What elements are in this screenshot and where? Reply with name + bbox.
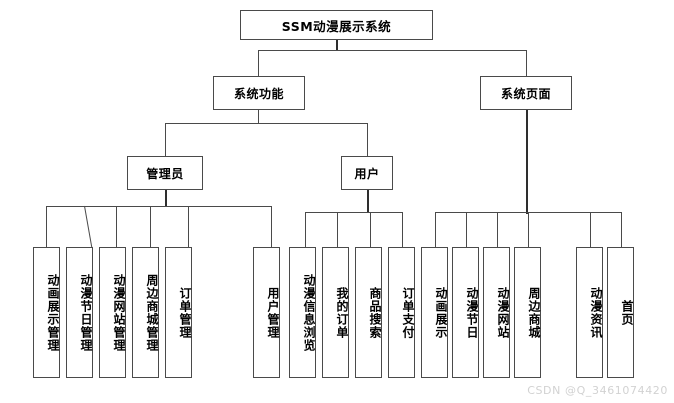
connector-user-child-1 bbox=[305, 212, 306, 247]
connector-root-bus bbox=[258, 50, 527, 51]
node-page-anim-news[interactable]: 动漫资讯 bbox=[576, 247, 603, 378]
watermark-text: CSDN @Q_3461074420 bbox=[527, 384, 668, 397]
connector-admin-child-1 bbox=[46, 206, 47, 247]
node-user-mgmt[interactable]: 用户管理 bbox=[253, 247, 280, 378]
connector-pages-child-6 bbox=[621, 212, 622, 247]
connector-user-child-2 bbox=[337, 212, 338, 247]
connector-admin-child-4 bbox=[150, 206, 151, 247]
connector-admin-child-5 bbox=[188, 206, 189, 247]
node-page-anim-website[interactable]: 动漫网站 bbox=[483, 247, 510, 378]
node-anim-website-mgmt[interactable]: 动漫网站管理 bbox=[99, 247, 126, 378]
connector-pages-child-3 bbox=[497, 212, 498, 247]
connector-root-to-pages bbox=[526, 50, 527, 76]
connector-root-stem bbox=[336, 39, 338, 51]
node-root[interactable]: SSM动漫展示系统 bbox=[240, 10, 433, 40]
connector-functions-to-user bbox=[367, 123, 368, 156]
node-page-mall[interactable]: 周边商城 bbox=[514, 247, 541, 378]
node-my-orders[interactable]: 我的订单 bbox=[322, 247, 349, 378]
connector-functions-bus bbox=[165, 123, 368, 124]
node-user[interactable]: 用户 bbox=[341, 156, 393, 190]
node-anim-info-browse[interactable]: 动漫信息浏览 bbox=[289, 247, 316, 378]
connector-pages-child-2 bbox=[466, 212, 467, 247]
connector-pages-child-1 bbox=[435, 212, 436, 247]
connector-admin-stem bbox=[165, 190, 167, 206]
node-anim-festival-mgmt[interactable]: 动漫节日管理 bbox=[66, 247, 93, 378]
node-page-home[interactable]: 首页 bbox=[607, 247, 634, 378]
connector-user-bus bbox=[305, 212, 403, 213]
connector-admin-bus bbox=[46, 206, 271, 207]
node-system-functions[interactable]: 系统功能 bbox=[213, 76, 305, 110]
node-order-payment[interactable]: 订单支付 bbox=[388, 247, 415, 378]
connector-user-child-4 bbox=[402, 212, 403, 247]
node-order-mgmt[interactable]: 订单管理 bbox=[165, 247, 192, 378]
connector-root-to-functions bbox=[258, 50, 259, 76]
connector-user-child-3 bbox=[370, 212, 371, 247]
connector-admin-child-6 bbox=[271, 206, 272, 247]
node-mall-mgmt[interactable]: 周边商城管理 bbox=[132, 247, 159, 378]
connector-admin-child-3 bbox=[116, 206, 117, 247]
node-page-anim-festival[interactable]: 动漫节日 bbox=[452, 247, 479, 378]
connector-user-stem bbox=[367, 190, 369, 212]
connector-admin-child-2 bbox=[84, 205, 93, 248]
node-anim-show-mgmt[interactable]: 动画展示管理 bbox=[33, 247, 60, 378]
connector-pages-child-5 bbox=[590, 212, 591, 247]
node-system-pages[interactable]: 系统页面 bbox=[480, 76, 572, 110]
connector-functions-stem bbox=[258, 110, 259, 123]
connector-functions-to-admin bbox=[165, 123, 166, 156]
connector-pages-stem bbox=[526, 110, 528, 214]
node-admin[interactable]: 管理员 bbox=[127, 156, 203, 190]
node-page-anim-show[interactable]: 动画展示 bbox=[421, 247, 448, 378]
node-product-search[interactable]: 商品搜索 bbox=[355, 247, 382, 378]
connector-pages-child-4 bbox=[528, 212, 529, 247]
